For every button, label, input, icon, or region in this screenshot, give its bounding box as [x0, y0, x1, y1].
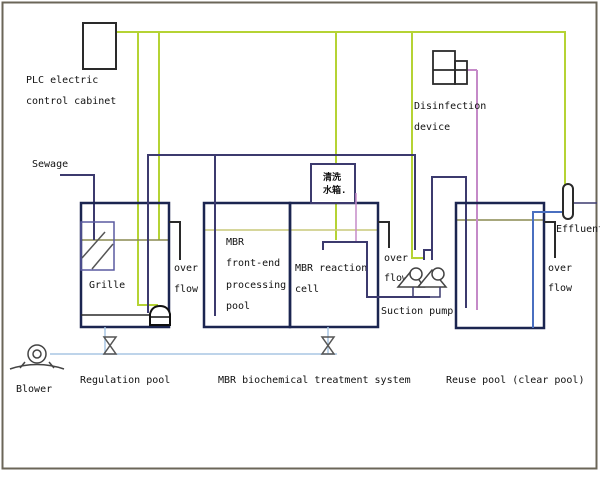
blower-label: Blower	[16, 384, 52, 395]
plc-label-line2: control cabinet	[26, 96, 116, 107]
reuse-overflow-line2: flow	[548, 283, 573, 294]
effluent-pipe	[532, 211, 566, 328]
bar-screen-icon	[80, 221, 115, 271]
reuse-overflow-pipe	[544, 221, 556, 258]
sewage-label: Sewage	[32, 159, 68, 170]
regulation-overflow-pipe	[169, 221, 181, 260]
disinfection-device: Disinfection device	[414, 50, 486, 310]
aeration-system: Blower	[9, 327, 337, 395]
mbr-reaction-label-2: cell	[295, 284, 319, 295]
wash-tank-label-line1: 清洗	[323, 171, 341, 183]
mbr-overflow-pipe	[378, 221, 390, 248]
plc-label-line1: PLC electric	[26, 75, 98, 86]
sewage-pipe	[60, 174, 95, 240]
dosing-device-icon	[432, 50, 468, 85]
mbr-overflow-line2: flow	[384, 273, 409, 284]
submersible-pump-icon	[149, 304, 171, 326]
sewage-inlet: Sewage	[32, 159, 95, 240]
mbr-system: MBR front-end processing pool MBR reacti…	[202, 155, 430, 386]
diagram-frame	[1, 1, 598, 470]
regulation-pool: Grille over flow Regulation pool	[79, 154, 416, 386]
flowmeter-icon	[562, 183, 574, 220]
mbr-front-label-2: front-end	[226, 258, 280, 269]
blower-icon	[9, 344, 65, 370]
membrane-suction-pipe	[322, 241, 430, 298]
lift-pipe	[147, 154, 416, 313]
mbr-overflow-line1: over	[384, 253, 408, 264]
pump-icon	[396, 267, 448, 288]
wash-water-tank: 清洗 水箱.	[310, 163, 357, 242]
reuse-pool-label: Reuse pool (clear pool)	[446, 375, 584, 386]
reuse-pool-tank	[454, 201, 546, 330]
cabinet-icon	[82, 22, 117, 70]
reuse-pool: over flow Reuse pool (clear pool)	[446, 201, 597, 386]
disinfection-label-line1: Disinfection	[414, 101, 486, 112]
valve-regulation[interactable]	[102, 336, 118, 355]
pump-discharge-pipe	[431, 176, 467, 308]
valve-mbr[interactable]	[320, 336, 336, 355]
control-line-regulation-pump	[137, 32, 158, 306]
wash-tank-box	[310, 163, 356, 204]
grille-label: Grille	[89, 280, 125, 291]
suction-pump-label: Suction pump	[381, 306, 453, 317]
wash-tank-label-line2: 水箱.	[323, 184, 346, 196]
effluent-label: Effluent	[556, 224, 600, 235]
regulation-overflow-line1: over	[174, 263, 198, 274]
mbr-front-label-3: processing	[226, 280, 286, 291]
reuse-overflow-line1: over	[548, 263, 572, 274]
control-line-bus	[116, 31, 566, 186]
mbr-system-label: MBR biochemical treatment system	[218, 375, 411, 386]
suction-pump: Suction pump	[381, 176, 467, 317]
mbr-reaction-label-1: MBR reaction	[295, 263, 367, 274]
mbr-front-label-4: pool	[226, 301, 250, 312]
regulation-pool-label: Regulation pool	[80, 375, 170, 386]
effluent-meter: Effluent	[556, 183, 600, 235]
control-line-suction-pump	[411, 32, 425, 259]
regulation-overflow-line2: flow	[174, 284, 199, 295]
disinfection-label-line2: device	[414, 122, 450, 133]
mbr-front-label-1: MBR	[226, 237, 245, 248]
control-wiring	[116, 31, 566, 306]
plc-cabinet: PLC electric control cabinet	[26, 22, 117, 107]
